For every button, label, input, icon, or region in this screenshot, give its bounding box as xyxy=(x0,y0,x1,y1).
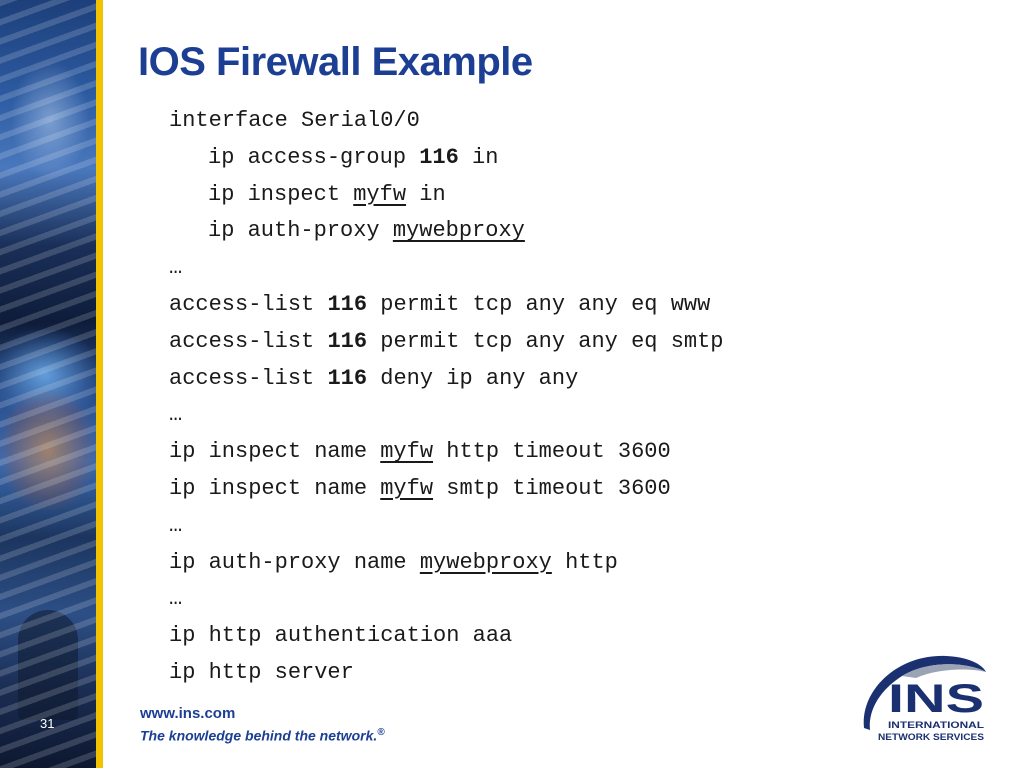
code-block: interface Serial0/0 ip access-group 116 i… xyxy=(169,103,989,692)
code-text: ip inspect xyxy=(208,181,354,207)
ins-logo: INS INTERNATIONAL NETWORK SERVICES xyxy=(863,655,986,742)
code-named-rule: mywebproxy xyxy=(419,549,552,575)
code-text: ip auth-proxy name xyxy=(169,549,420,575)
code-line: ip inspect myfw in xyxy=(169,177,989,214)
code-text: http xyxy=(551,549,618,575)
logo-wordmark: INS xyxy=(888,677,984,721)
footer-tagline: The knowledge behind the network.® xyxy=(140,727,385,744)
code-line: ip access-group 116 in xyxy=(169,140,989,177)
code-text: … xyxy=(169,402,183,428)
code-line: interface Serial0/0 xyxy=(169,103,989,140)
code-text: deny ip any any xyxy=(367,365,579,391)
code-line: … xyxy=(169,250,989,287)
code-line: ip http authentication aaa xyxy=(169,618,989,655)
code-named-rule: myfw xyxy=(380,475,434,501)
code-text: ip http server xyxy=(169,659,354,685)
code-line: … xyxy=(169,397,989,434)
code-text: in xyxy=(406,181,446,207)
code-text: ip auth-proxy xyxy=(208,218,393,244)
code-text: permit tcp any any eq www xyxy=(367,291,711,317)
code-line: ip inspect name myfw smtp timeout 3600 xyxy=(169,471,989,508)
logo-swoosh xyxy=(863,655,986,730)
code-text: ip inspect name xyxy=(169,475,381,501)
code-text: ip http authentication aaa xyxy=(169,623,513,649)
code-text: … xyxy=(169,512,183,538)
logo-line-international: INTERNATIONAL xyxy=(888,720,985,730)
code-named-rule: mywebproxy xyxy=(392,218,525,244)
decorative-photo-strip xyxy=(0,0,96,768)
code-line: access-list 116 permit tcp any any eq sm… xyxy=(169,324,989,361)
code-text: ip inspect name xyxy=(169,439,381,465)
code-line: access-list 116 deny ip any any xyxy=(169,361,989,398)
code-text: ip access-group xyxy=(208,144,420,170)
code-line: ip inspect name myfw http timeout 3600 xyxy=(169,434,989,471)
code-text: smtp timeout 3600 xyxy=(433,475,671,501)
code-text: permit tcp any any eq smtp xyxy=(367,328,724,354)
code-text: interface Serial0/0 xyxy=(169,108,420,133)
code-named-rule: myfw xyxy=(353,181,407,207)
code-text: … xyxy=(169,586,183,612)
code-text: access-list xyxy=(169,365,328,391)
code-acl-number: 116 xyxy=(419,144,459,170)
code-line: ip auth-proxy name mywebproxy http xyxy=(169,545,989,582)
code-acl-number: 116 xyxy=(327,365,368,391)
registered-mark: ® xyxy=(377,727,385,738)
code-acl-number: 116 xyxy=(327,291,368,317)
code-line: ip http server xyxy=(169,655,989,692)
page-number: 31 xyxy=(40,716,55,731)
code-line: ip auth-proxy mywebproxy xyxy=(169,213,989,250)
code-text: … xyxy=(169,255,183,281)
slide-title: IOS Firewall Example xyxy=(138,40,533,84)
code-named-rule: myfw xyxy=(380,439,434,465)
code-text: in xyxy=(458,144,499,170)
tagline-text: The knowledge behind the network. xyxy=(140,727,378,744)
code-text: access-list xyxy=(169,291,328,317)
footer-url: www.ins.com xyxy=(140,705,236,722)
logo-line-network-services: NETWORK SERVICES xyxy=(878,732,984,742)
code-text: access-list xyxy=(169,328,328,354)
code-text: http timeout 3600 xyxy=(433,439,671,465)
gold-accent-bar xyxy=(96,0,103,768)
code-line: … xyxy=(169,581,989,618)
code-line: … xyxy=(169,508,989,545)
logo-swoosh-highlight xyxy=(902,664,986,678)
code-line: access-list 116 permit tcp any any eq ww… xyxy=(169,287,989,324)
code-acl-number: 116 xyxy=(327,328,368,354)
